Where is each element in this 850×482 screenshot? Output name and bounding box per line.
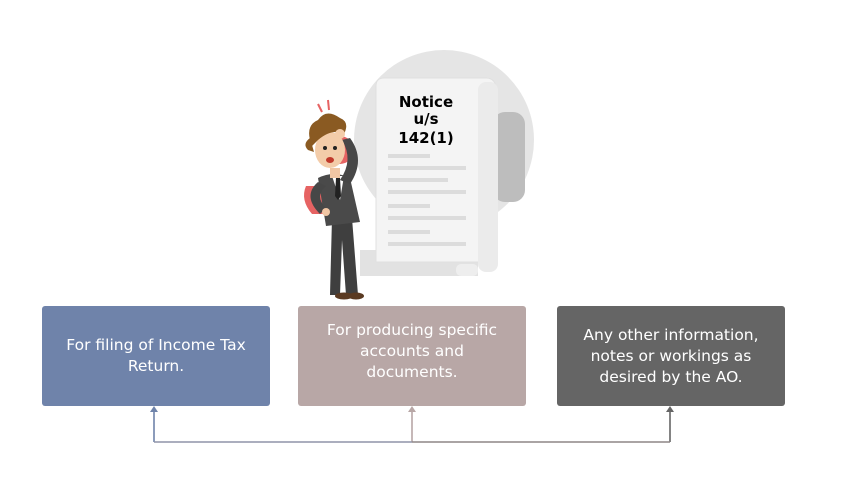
notice-title: Notice — [398, 93, 454, 111]
purpose-box-text: For filing of Income Tax Return. — [66, 336, 246, 375]
arrowhead-middle — [408, 406, 416, 412]
connector-lines — [150, 406, 674, 443]
purpose-box-text: Any other information, notes or workings… — [583, 325, 759, 386]
worried-man-icon — [304, 99, 364, 300]
notice-section-label: u/s — [413, 110, 439, 128]
notice-section-number: 142(1) — [398, 129, 454, 147]
arrowhead-left — [150, 406, 158, 412]
notice-scroll-icon — [360, 77, 525, 276]
purpose-box-accounts-documents: For producing specific accounts and docu… — [298, 306, 526, 406]
arrowhead-right — [666, 406, 674, 412]
purpose-box-other-information: Any other information, notes or workings… — [557, 306, 785, 406]
purpose-box-text: For producing specific accounts and docu… — [326, 321, 498, 381]
purpose-box-income-tax-return: For filing of Income Tax Return. — [42, 306, 270, 406]
